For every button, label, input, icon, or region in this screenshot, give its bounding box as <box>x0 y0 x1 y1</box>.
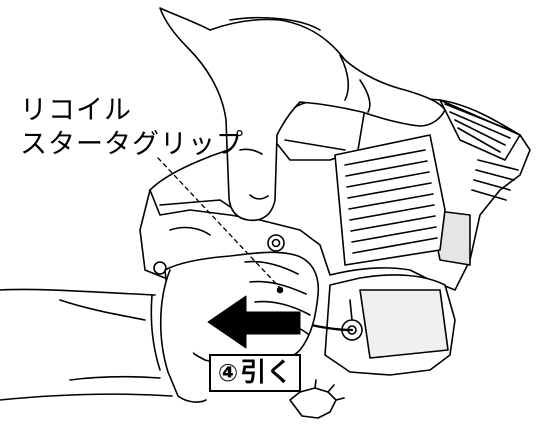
callout-leader-line <box>157 157 283 291</box>
step-number-badge: ④ <box>217 359 239 387</box>
callout-label-line2: スタータグリップ <box>20 129 244 160</box>
callout-label-line1: リコイル <box>20 95 132 126</box>
step-instruction-text: 引く <box>240 358 293 388</box>
step-label-box: ④ 引く <box>209 354 301 392</box>
upper-hand-icon <box>159 7 446 222</box>
engine-housing-icon <box>139 94 531 419</box>
pull-direction-arrow-icon <box>207 295 301 349</box>
